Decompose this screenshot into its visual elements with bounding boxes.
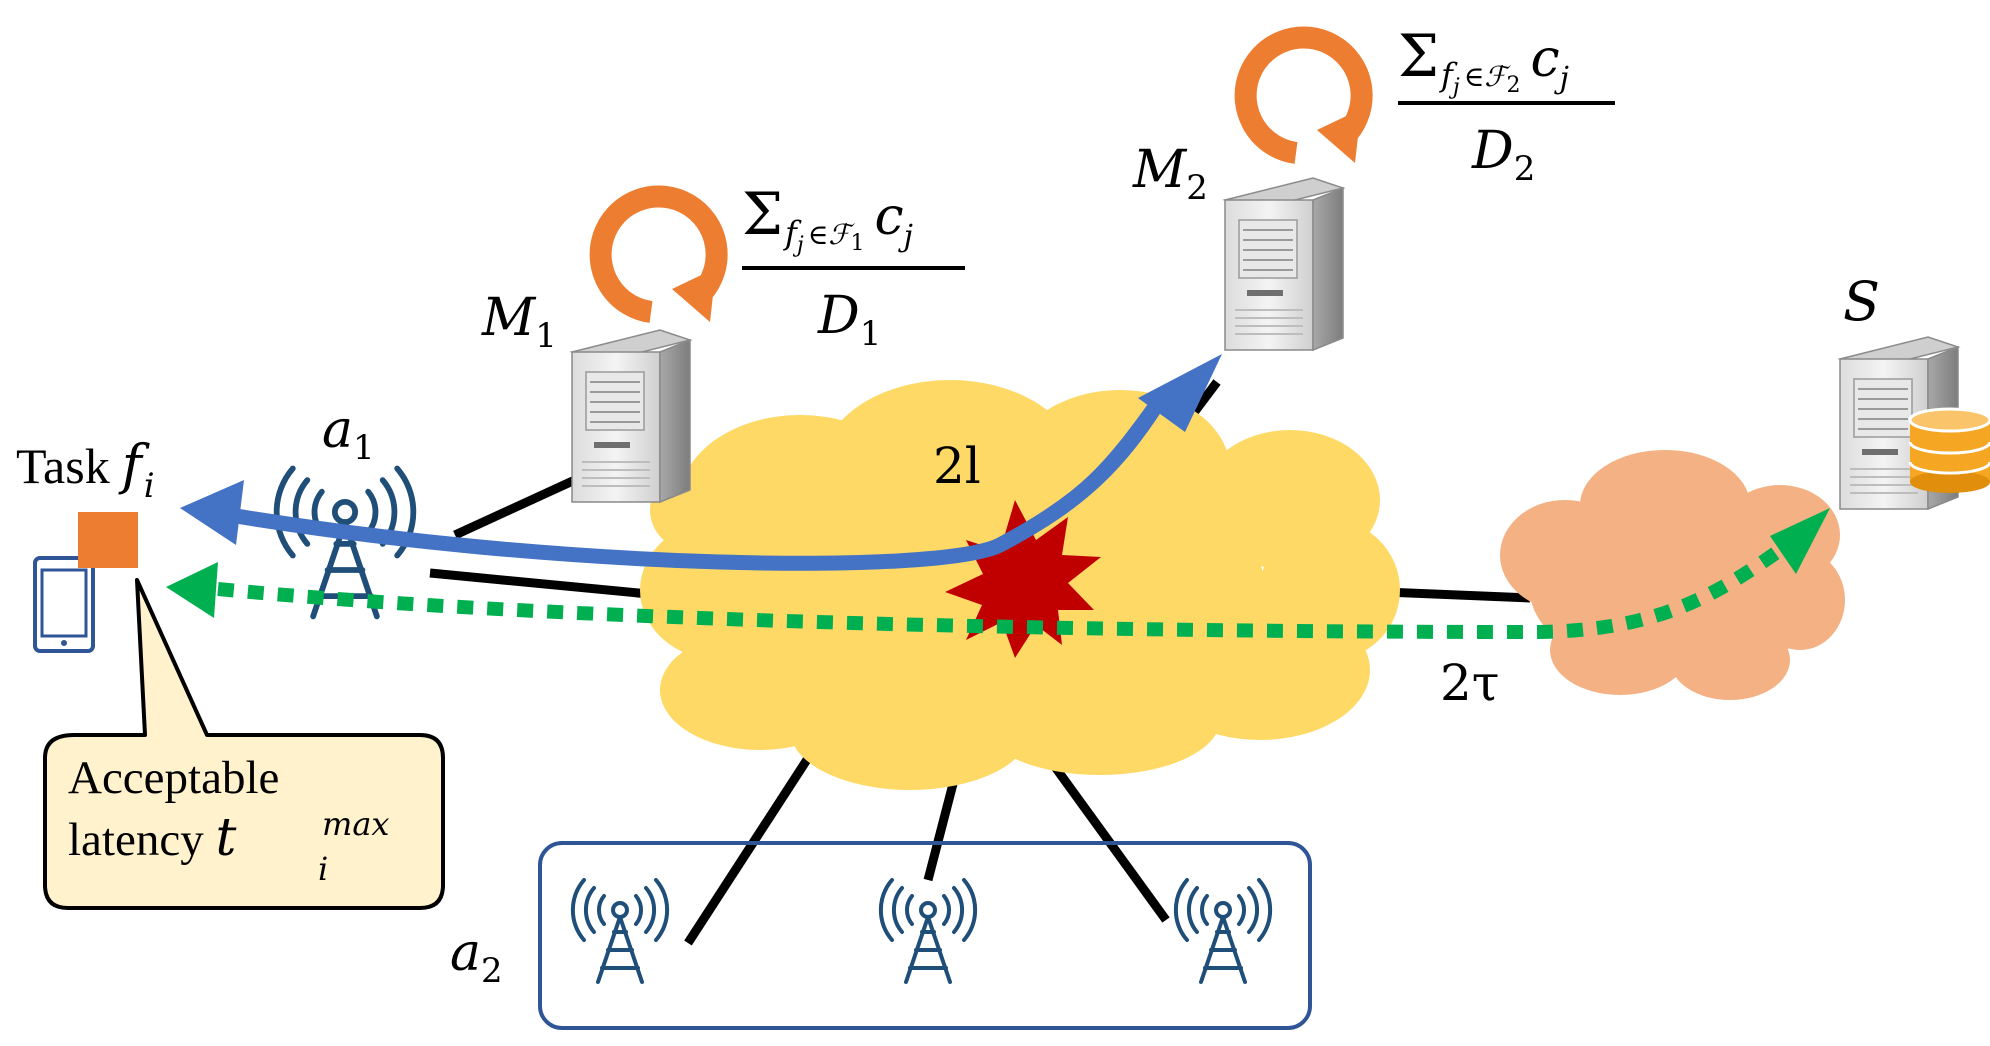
server-m1-icon — [571, 329, 691, 503]
antenna-a2-right-icon — [1173, 878, 1273, 984]
callout-line-1: Acceptable — [68, 752, 279, 804]
server-m2-icon — [1224, 177, 1344, 351]
link-core-to-a2-left — [684, 732, 827, 946]
round-trip-2l-label: 2l — [933, 437, 981, 495]
link-core-to-a2-right — [1046, 757, 1170, 923]
callout-line-2: latency t — [68, 808, 236, 868]
collision-burst-icon — [945, 500, 1101, 658]
antenna-a2-label: a2 — [450, 923, 503, 991]
antenna-a1-label: a1 — [322, 400, 375, 468]
cloud-path-arrow — [166, 508, 1830, 640]
antenna-a2-center-icon — [878, 878, 978, 984]
callout-subscript: i — [318, 850, 328, 888]
server-m2-label: M2 — [1132, 140, 1208, 208]
server-s-label: S — [1843, 270, 1880, 333]
callout-superscript: max — [322, 805, 389, 843]
server-m1-label: M1 — [481, 288, 557, 356]
tablet-device-icon — [33, 556, 95, 653]
link-m1-to-antenna — [453, 474, 579, 540]
latency-callout: Acceptable latency t max i — [43, 578, 445, 910]
link-antenna-a1-to-core — [429, 568, 681, 602]
remote-network-cloud — [1500, 450, 1845, 700]
round-trip-2tau-label: 2τ — [1440, 654, 1499, 712]
formula-m1-denominator: D1 — [817, 286, 881, 354]
offload-path-arrow — [180, 354, 1222, 571]
task-square-icon — [78, 512, 138, 568]
database-icon — [1908, 407, 1990, 493]
formula-m2-denominator: D2 — [1471, 121, 1535, 189]
antenna-a2-left-icon — [570, 878, 670, 984]
core-network-cloud — [640, 380, 1400, 790]
processing-cycle-m1-icon — [589, 185, 728, 323]
link-core-to-remote — [1384, 587, 1531, 603]
processing-cycle-m2-icon — [1234, 26, 1373, 164]
antenna-group-a2-box — [538, 841, 1312, 1030]
